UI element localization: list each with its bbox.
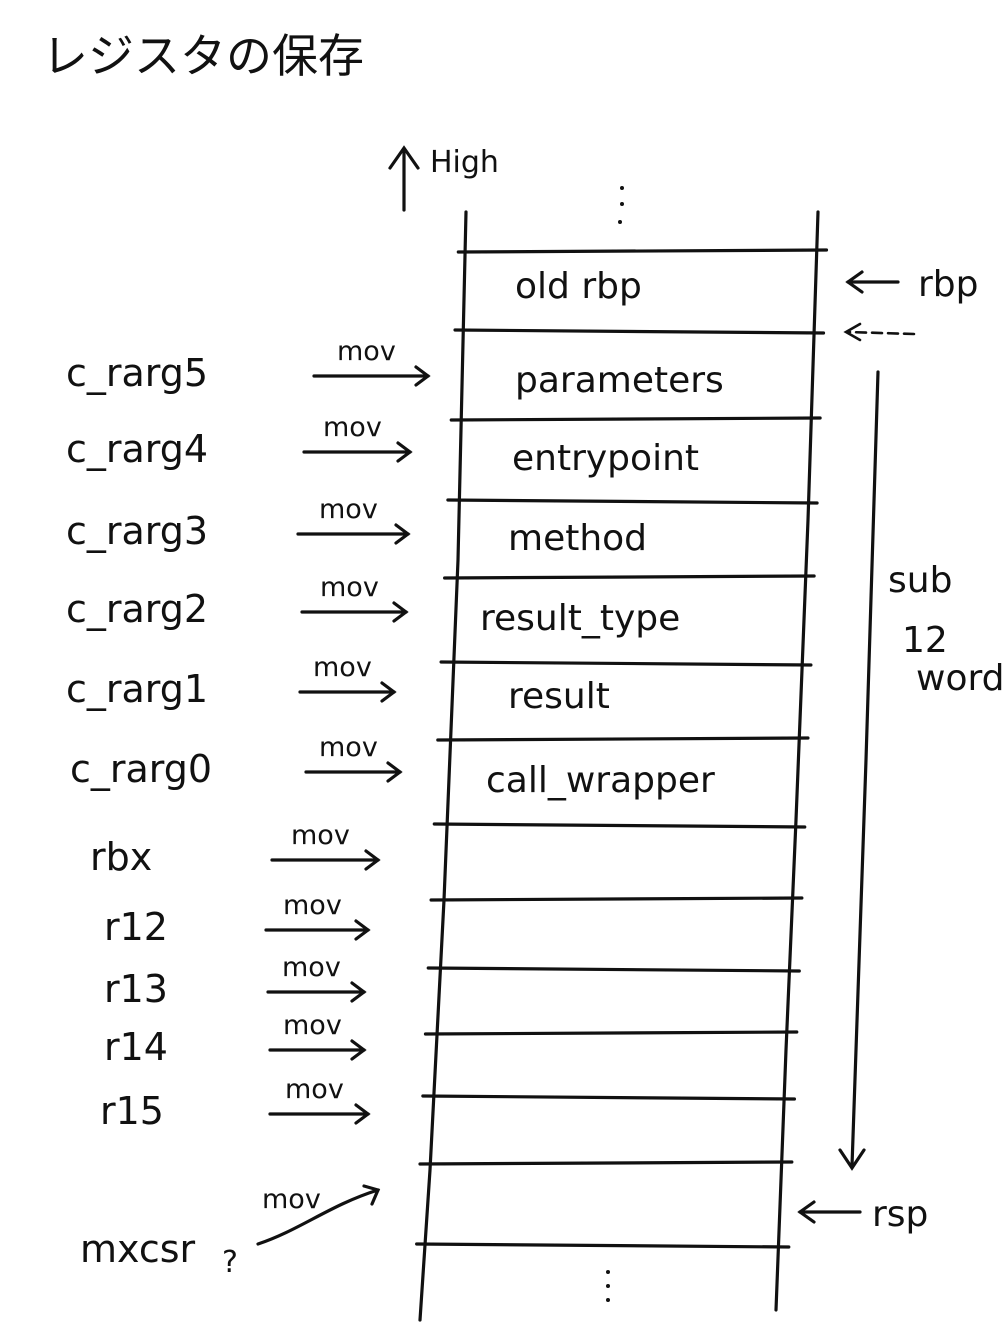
mov-label: mov	[282, 952, 341, 983]
stack-slot-label: old rbp	[515, 266, 642, 307]
stack-slot-separator	[418, 1160, 794, 1166]
stack-slot-label: entrypoint	[512, 438, 699, 479]
register-label: rbx	[90, 835, 152, 879]
stack-slot-label: parameters	[515, 360, 724, 401]
stack-slot-separator	[449, 416, 822, 422]
mov-label: mov	[337, 336, 396, 367]
register-label: c_rarg3	[66, 509, 208, 553]
stack-slot-label: call_wrapper	[486, 760, 715, 801]
stack-slot-lines	[415, 248, 829, 1249]
sub-start-marker	[843, 322, 916, 342]
mov-arrow-head	[350, 1039, 367, 1061]
mxcsr-mov-label: mov	[262, 1184, 321, 1215]
page-title: レジスタの保存	[42, 29, 364, 83]
high-label: High	[430, 145, 499, 180]
mov-arrow-head	[394, 523, 411, 545]
sub-12-word-arrow: sub 12 word	[838, 370, 1005, 1171]
register-label: r13	[104, 967, 168, 1011]
sub-unit: word	[916, 658, 1005, 699]
mov-label: mov	[283, 1010, 342, 1041]
mov-arrow-head	[364, 849, 381, 871]
mov-label: mov	[319, 494, 378, 525]
stack-slot-separator	[443, 574, 816, 580]
stack-slot-separator	[453, 328, 826, 335]
rsp-pointer: rsp	[797, 1194, 928, 1235]
stack-slot-separator	[415, 1242, 791, 1249]
stack-slot-separator	[429, 896, 804, 902]
stack-slot-separator	[456, 248, 829, 254]
stack-slot-separator	[421, 1094, 797, 1101]
rbp-pointer: rbp	[845, 264, 979, 305]
register-label: c_rarg4	[66, 427, 208, 471]
stack-slot-separator	[423, 1030, 799, 1036]
register-label: r15	[100, 1089, 164, 1133]
rbp-label: rbp	[918, 264, 979, 305]
mov-arrow-head	[380, 681, 397, 703]
mov-arrow-head	[392, 601, 409, 623]
stack-slot-labels: old rbp parameters entrypoint method result_…	[480, 266, 724, 801]
register-label: c_rarg5	[66, 351, 208, 395]
register-label: c_rarg0	[70, 747, 212, 791]
stack-slot-label: method	[508, 518, 647, 559]
mov-arrow-head	[350, 981, 367, 1003]
stack-slot-separator	[426, 966, 801, 973]
rsp-label: rsp	[872, 1194, 928, 1235]
register-label: r12	[104, 905, 168, 949]
mov-arrow-head	[354, 919, 371, 941]
top-ellipsis	[618, 186, 624, 224]
mov-label: mov	[320, 572, 379, 603]
mov-arrow-head	[386, 761, 403, 783]
mov-label: mov	[285, 1074, 344, 1105]
mov-arrow-head	[396, 441, 413, 463]
mov-label: mov	[319, 732, 378, 763]
mov-label: mov	[291, 820, 350, 851]
register-label: r14	[104, 1025, 168, 1069]
stack-slot-label: result	[508, 676, 610, 717]
mxcsr-question-mark: ?	[222, 1245, 238, 1280]
stack-slot-separator	[436, 736, 810, 742]
mov-label: mov	[313, 652, 372, 683]
register-label: c_rarg1	[66, 667, 208, 711]
mov-arrow-head	[414, 365, 431, 387]
stack-slot-label: result_type	[480, 598, 680, 639]
sub-label: sub	[888, 560, 952, 601]
mov-arrow-head	[354, 1103, 371, 1125]
sub-amount: 12	[902, 620, 948, 661]
high-arrow: High	[388, 145, 499, 212]
mxcsr-label: mxcsr	[80, 1227, 196, 1271]
stack-slot-separator	[446, 498, 819, 505]
mxcsr-arrow: mov mxcsr ?	[80, 1184, 381, 1280]
stack-slot-separator	[439, 660, 813, 667]
stack-slot-separator	[432, 822, 807, 829]
mov-label: mov	[323, 412, 382, 443]
bottom-ellipsis	[606, 1270, 610, 1302]
mov-label: mov	[283, 890, 342, 921]
register-label: c_rarg2	[66, 587, 208, 631]
